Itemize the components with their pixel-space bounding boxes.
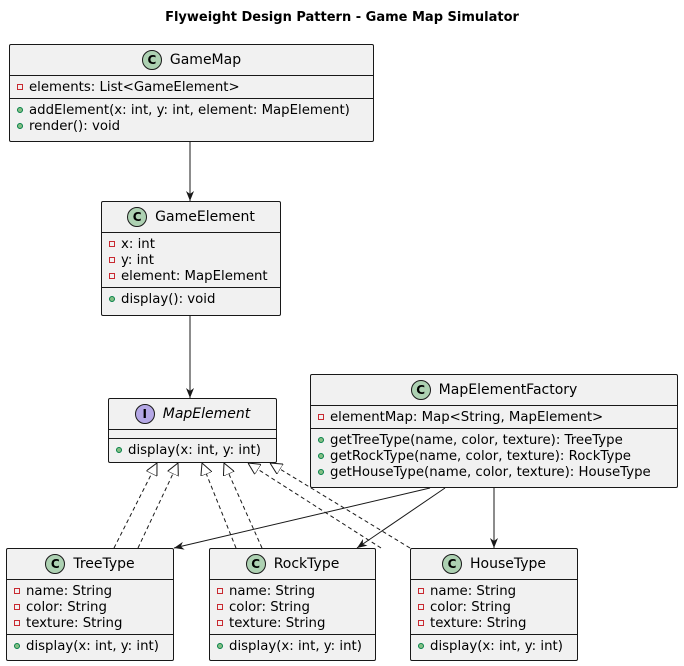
private-icon bbox=[14, 620, 20, 626]
private-icon bbox=[17, 84, 23, 90]
attribute: elements: List<GameElement> bbox=[29, 79, 240, 95]
interface-name: MapElement bbox=[162, 406, 251, 422]
class-name: MapElementFactory bbox=[438, 382, 578, 398]
diagram-title: Flyweight Design Pattern - Game Map Simu… bbox=[165, 10, 519, 25]
method: display(x: int, y: int) bbox=[229, 638, 362, 654]
method: display(x: int, y: int) bbox=[26, 638, 159, 654]
attribute: color: String bbox=[229, 599, 310, 615]
public-icon bbox=[318, 437, 324, 443]
public-icon bbox=[17, 123, 23, 129]
private-icon bbox=[109, 273, 115, 279]
method: getRockType(name, color, texture): RockT… bbox=[330, 448, 631, 464]
private-icon bbox=[14, 604, 20, 610]
realization-treetype-2 bbox=[137, 463, 178, 549]
attribute: name: String bbox=[229, 583, 316, 599]
class-icon: C bbox=[441, 554, 462, 574]
class-name: RockType bbox=[273, 556, 340, 572]
class-gameelement[interactable]: C GameElement x: int y: int element: Map… bbox=[101, 201, 281, 316]
attribute: texture: String bbox=[26, 615, 123, 631]
attribute: elementMap: Map<String, MapElement> bbox=[330, 409, 604, 425]
public-icon bbox=[217, 643, 223, 649]
public-icon bbox=[318, 469, 324, 475]
attribute: texture: String bbox=[229, 615, 326, 631]
class-gamemap[interactable]: C GameMap elements: List<GameElement> ad… bbox=[9, 44, 374, 142]
public-icon bbox=[318, 453, 324, 459]
class-name: GameMap bbox=[169, 52, 242, 68]
private-icon bbox=[109, 257, 115, 263]
private-icon bbox=[318, 414, 324, 420]
public-icon bbox=[17, 107, 23, 113]
class-icon: C bbox=[245, 554, 266, 574]
method: display(): void bbox=[121, 291, 216, 307]
interface-mapelement[interactable]: I MapElement display(x: int, y: int) bbox=[108, 398, 277, 463]
attribute: x: int bbox=[121, 236, 155, 252]
realization-rocktype-1 bbox=[202, 463, 237, 549]
class-name: TreeType bbox=[73, 556, 135, 572]
private-icon bbox=[418, 604, 424, 610]
attribute: color: String bbox=[26, 599, 107, 615]
private-icon bbox=[217, 604, 223, 610]
private-icon bbox=[217, 588, 223, 594]
method: display(x: int, y: int) bbox=[430, 638, 563, 654]
public-icon bbox=[14, 643, 20, 649]
class-name: HouseType bbox=[469, 556, 547, 572]
class-icon: C bbox=[141, 50, 162, 70]
attribute: color: String bbox=[430, 599, 511, 615]
method: getTreeType(name, color, texture): TreeT… bbox=[330, 432, 623, 448]
private-icon bbox=[418, 620, 424, 626]
attribute: name: String bbox=[430, 583, 517, 599]
realization-treetype-1 bbox=[113, 463, 157, 549]
edge-factory-treetype bbox=[173, 487, 431, 550]
public-icon bbox=[418, 643, 424, 649]
method: getHouseType(name, color, texture): Hous… bbox=[330, 464, 651, 480]
edge-factory-rocktype bbox=[356, 487, 446, 549]
class-treetype[interactable]: C TreeType name: String color: String te… bbox=[6, 548, 174, 661]
attribute: y: int bbox=[121, 252, 154, 268]
method: display(x: int, y: int) bbox=[128, 442, 261, 458]
attribute: texture: String bbox=[430, 615, 527, 631]
class-icon: C bbox=[45, 554, 66, 574]
private-icon bbox=[418, 588, 424, 594]
realization-rocktype-2 bbox=[224, 463, 263, 549]
attribute: element: MapElement bbox=[121, 268, 268, 284]
attribute: name: String bbox=[26, 583, 113, 599]
private-icon bbox=[14, 588, 20, 594]
public-icon bbox=[116, 447, 122, 453]
class-icon: C bbox=[410, 380, 431, 400]
class-rocktype[interactable]: C RockType name: String color: String te… bbox=[209, 548, 376, 661]
realization-housetype-1 bbox=[248, 463, 382, 549]
public-icon bbox=[109, 296, 115, 302]
class-housetype[interactable]: C HouseType name: String color: String t… bbox=[410, 548, 578, 661]
class-name: GameElement bbox=[155, 209, 255, 225]
method: addElement(x: int, y: int, element: MapE… bbox=[29, 102, 350, 118]
method: render(): void bbox=[29, 118, 121, 134]
private-icon bbox=[109, 241, 115, 247]
interface-icon: I bbox=[134, 404, 155, 424]
class-icon: C bbox=[127, 207, 148, 227]
realization-housetype-2 bbox=[270, 463, 411, 549]
private-icon bbox=[217, 620, 223, 626]
class-mapelementfactory[interactable]: C MapElementFactory elementMap: Map<Stri… bbox=[310, 374, 678, 488]
